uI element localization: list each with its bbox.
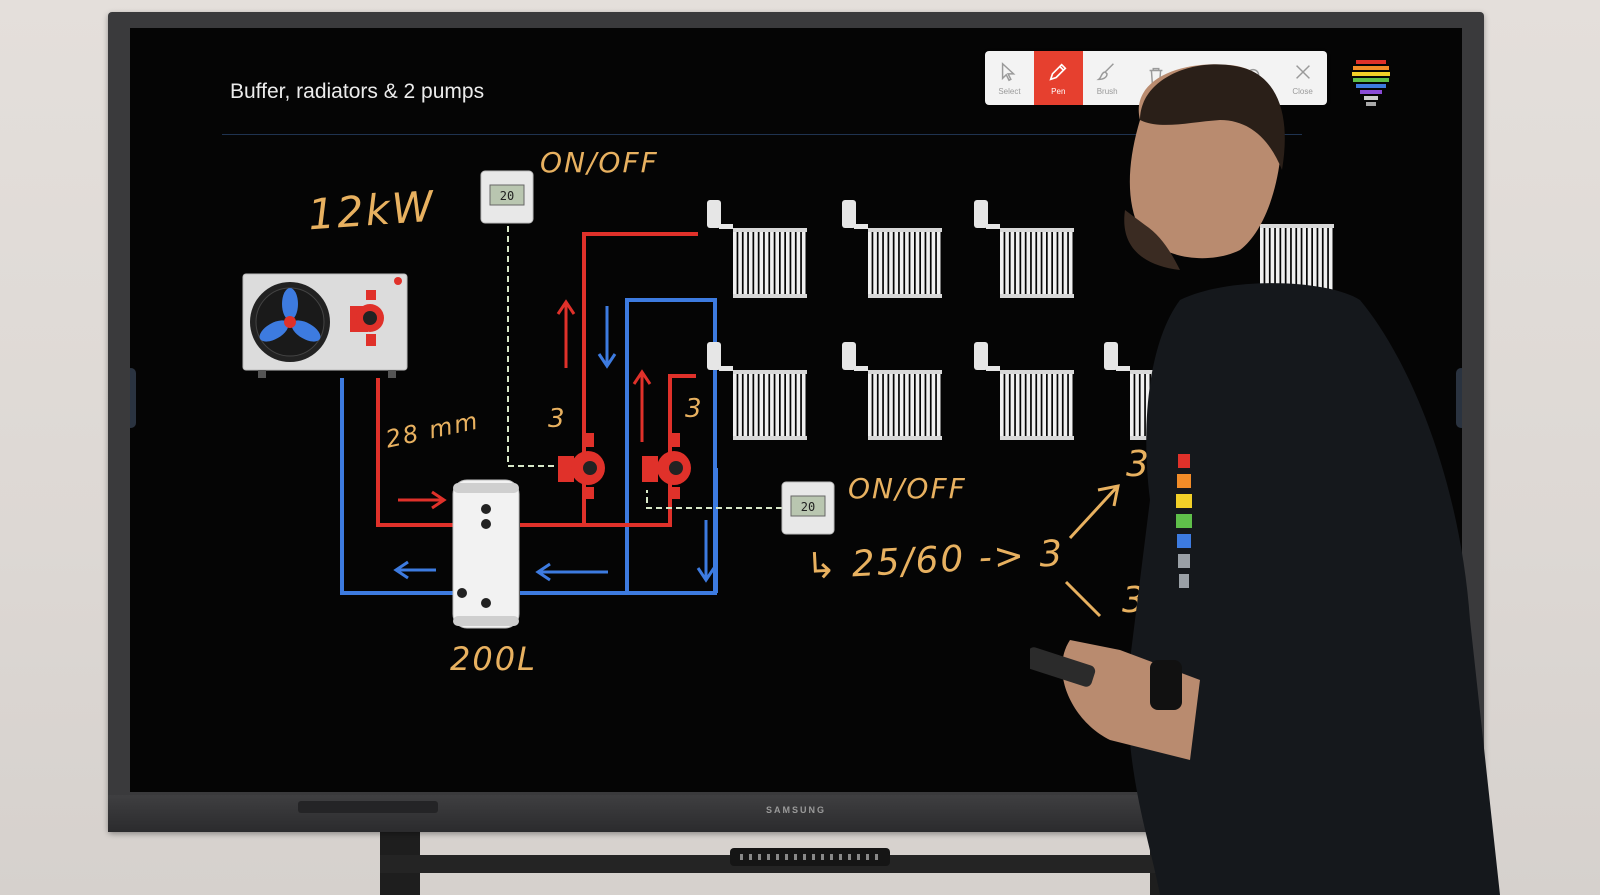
radiator bbox=[707, 200, 807, 298]
tool-label: Brush bbox=[1096, 86, 1118, 96]
thermostatic-valve-icon bbox=[842, 342, 856, 370]
cursor-icon bbox=[1002, 61, 1016, 81]
brush-icon bbox=[1096, 62, 1115, 80]
rainbow-bulb-logo bbox=[1352, 60, 1390, 106]
radiator bbox=[974, 200, 1074, 298]
tv-sensor bbox=[298, 801, 438, 813]
tool-select[interactable]: Select bbox=[985, 51, 1034, 105]
buffer-tank bbox=[452, 479, 520, 629]
tool-label: Select bbox=[998, 86, 1021, 96]
tv-brand: SAMSUNG bbox=[765, 805, 826, 815]
circulation-pump-left bbox=[558, 433, 605, 499]
thermostat-bottom-display: 20 bbox=[801, 500, 815, 514]
branch-arrows bbox=[1064, 484, 1120, 618]
close-icon bbox=[1295, 64, 1310, 79]
thermostat-wires bbox=[507, 226, 782, 509]
title-divider bbox=[222, 134, 1302, 135]
thermostatic-valve-icon bbox=[707, 342, 721, 370]
thermostatic-valve-icon bbox=[974, 200, 988, 228]
tool-label: Close bbox=[1292, 86, 1313, 96]
radiator bbox=[842, 342, 942, 440]
pump-right-speed: 3 bbox=[685, 394, 704, 424]
thermostat-top: 20 bbox=[480, 170, 534, 224]
heating-diagram: 20 20 bbox=[242, 170, 1334, 629]
thermostatic-valve-icon bbox=[707, 200, 721, 228]
power-label: 12kW bbox=[306, 181, 437, 240]
thermostatic-valve-icon bbox=[842, 200, 856, 228]
radiator bbox=[974, 342, 1074, 440]
hoodie-stripes bbox=[1176, 454, 1192, 588]
device-on-stand bbox=[730, 848, 890, 866]
tool-close[interactable]: Close bbox=[1278, 51, 1327, 105]
left-panel-handle[interactable] bbox=[130, 368, 136, 428]
radiator bbox=[707, 342, 807, 440]
buffer-volume-label: 200L bbox=[450, 640, 537, 678]
tool-label: Pen bbox=[1051, 86, 1066, 96]
thermostat-bottom: 20 bbox=[781, 481, 835, 535]
right-panel-handle[interactable] bbox=[1456, 368, 1462, 428]
pen-icon bbox=[1049, 62, 1067, 81]
pump-left-speed: 3 bbox=[548, 404, 567, 434]
thermostat-top-display: 20 bbox=[500, 189, 514, 203]
tool-pen[interactable]: Pen bbox=[1033, 51, 1083, 105]
fan-icon bbox=[259, 288, 321, 342]
presenter bbox=[1030, 64, 1500, 895]
internal-pump-icon bbox=[350, 290, 384, 346]
return-pipes bbox=[340, 298, 718, 595]
button-dots bbox=[740, 854, 880, 860]
thermostatic-valve-icon bbox=[1104, 342, 1118, 370]
heat-pump-unit bbox=[242, 273, 408, 378]
thermostat-top-label: ON/OFF bbox=[540, 146, 659, 179]
flow-arrows bbox=[393, 299, 716, 583]
slide-title: Buffer, radiators & 2 pumps bbox=[230, 80, 485, 103]
thermostat-bottom-label: ON/OFF bbox=[848, 472, 967, 505]
tool-brush[interactable]: Brush bbox=[1083, 51, 1132, 105]
circulation-pump-right bbox=[642, 433, 691, 499]
branch-up-speed: 3 bbox=[1126, 444, 1151, 485]
radiator bbox=[842, 200, 942, 298]
thermostatic-valve-icon bbox=[974, 342, 988, 370]
